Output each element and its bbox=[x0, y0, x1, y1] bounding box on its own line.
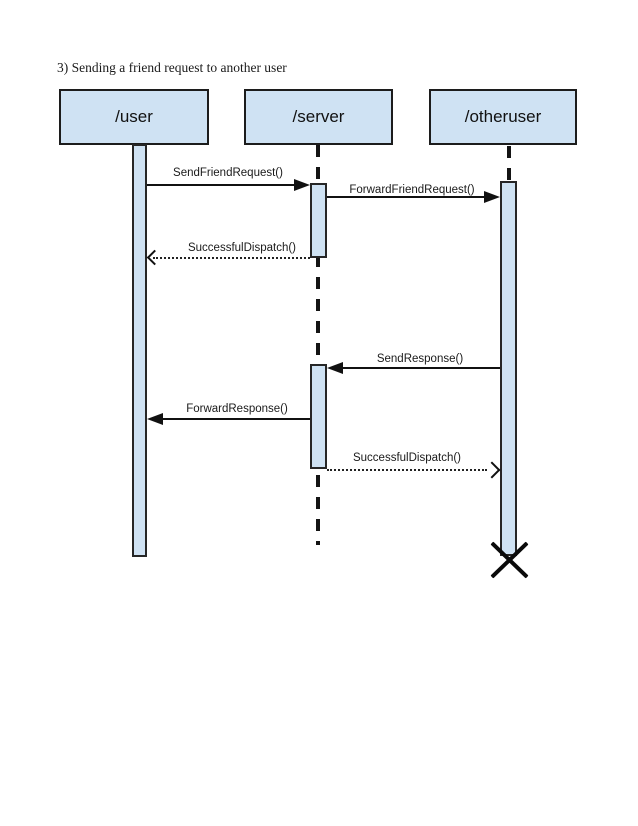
section-title: 3) Sending a friend request to another u… bbox=[57, 60, 287, 75]
arrowhead-open-right-icon bbox=[483, 461, 501, 479]
arrowhead-right-icon bbox=[484, 191, 500, 203]
arrowhead-open-left-icon bbox=[146, 249, 163, 266]
message-line-forward-friend-request bbox=[327, 196, 484, 198]
message-label-successful-dispatch-2: SuccessfulDispatch() bbox=[352, 452, 462, 464]
user-activation-bar bbox=[132, 144, 147, 557]
otheruser-activation-bar bbox=[500, 181, 517, 556]
message-label-send-friend-request: SendFriendRequest() bbox=[173, 167, 283, 179]
message-label-successful-dispatch-1: SuccessfulDispatch() bbox=[187, 242, 297, 254]
arrowhead-left-icon bbox=[147, 413, 163, 425]
message-line-send-response bbox=[343, 367, 500, 369]
actor-label-server: /server bbox=[292, 107, 345, 126]
message-label-forward-response: ForwardResponse() bbox=[186, 403, 288, 415]
actor-box-user: /user bbox=[59, 89, 209, 145]
message-label-forward-friend-request: ForwardFriendRequest() bbox=[349, 184, 475, 196]
message-label-send-response: SendResponse() bbox=[376, 353, 464, 365]
server-activation-bar-2 bbox=[310, 364, 327, 469]
otheruser-lifeline-stub bbox=[507, 146, 511, 182]
actor-label-otheruser: /otheruser bbox=[464, 107, 542, 126]
message-line-send-friend-request bbox=[147, 184, 295, 186]
message-line-successful-dispatch-2 bbox=[327, 469, 487, 471]
server-activation-bar-1 bbox=[310, 183, 327, 258]
arrowhead-left-icon bbox=[327, 362, 343, 374]
actor-box-otheruser: /otheruser bbox=[429, 89, 577, 145]
arrowhead-right-icon bbox=[294, 179, 310, 191]
actor-box-server: /server bbox=[244, 89, 393, 145]
message-line-forward-response bbox=[163, 418, 310, 420]
server-lifeline bbox=[316, 145, 320, 545]
message-line-successful-dispatch-1 bbox=[153, 257, 310, 259]
actor-label-user: /user bbox=[115, 107, 153, 126]
